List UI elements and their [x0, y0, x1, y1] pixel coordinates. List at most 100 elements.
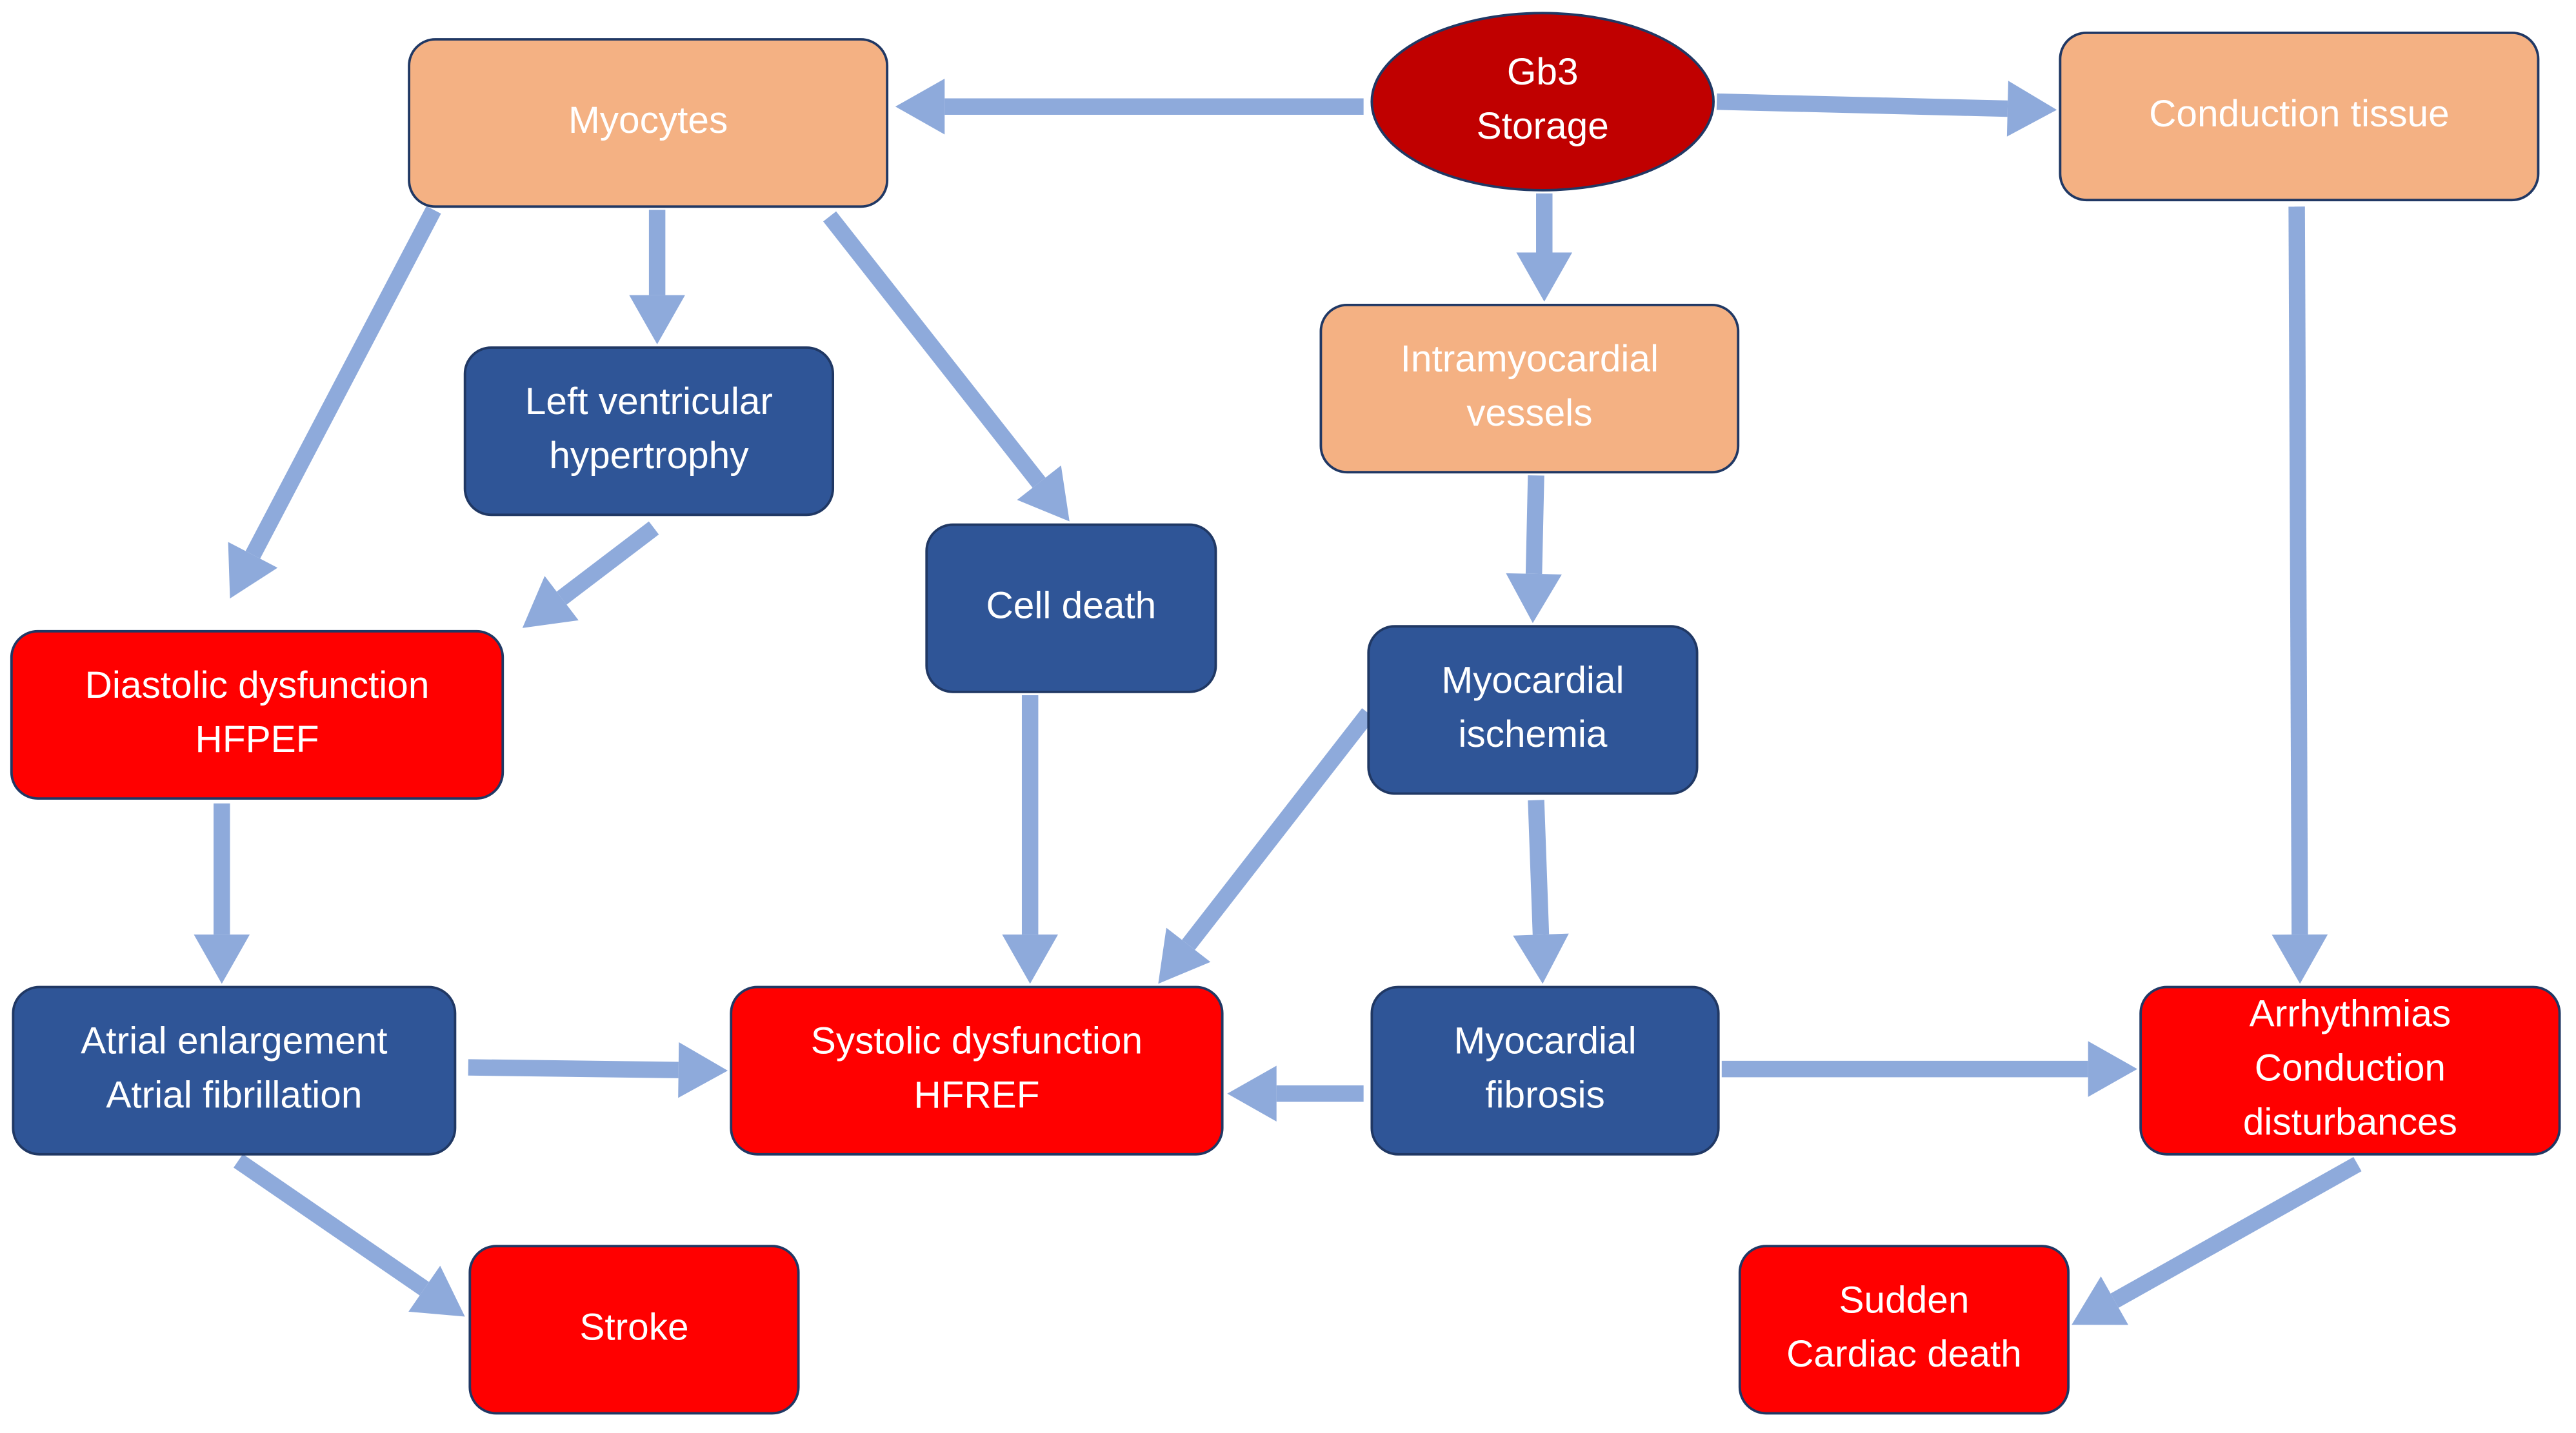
node-myocytes: Myocytes — [408, 38, 889, 208]
arrow-celldeath-to-systolic — [1002, 695, 1058, 984]
node-shape — [1319, 303, 1740, 474]
arrow-fibrosis-to-systolic — [1227, 1065, 1364, 1122]
arrowhead-icon — [1513, 933, 1569, 984]
arrowhead-icon — [629, 295, 685, 344]
node-celldeath: Cell death — [925, 523, 1217, 693]
node-label-line: disturbances — [2243, 1102, 2457, 1143]
arrow-lvh-to-diastolic — [522, 521, 659, 628]
arrowhead-icon — [2271, 934, 2328, 984]
node-shape — [408, 38, 889, 208]
arrow-gb3-to-conduction — [1716, 81, 2057, 137]
arrowhead-icon — [1516, 252, 1573, 302]
node-shape — [925, 523, 1217, 693]
node-label-line: Atrial fibrillation — [106, 1074, 362, 1116]
arrow-atrial-to-stroke — [234, 1154, 465, 1317]
node-shape — [463, 346, 835, 517]
node-shape — [2059, 31, 2540, 202]
node-shape — [730, 985, 1224, 1156]
node-label-line: Atrial enlargement — [81, 1020, 387, 1062]
arrow-myocytes-to-diastolic — [228, 206, 441, 598]
node-shape — [1370, 12, 1715, 192]
node-shape — [1738, 1245, 2070, 1415]
arrow-diastolic-to-atrial — [194, 803, 250, 984]
node-label-line: Systolic dysfunction — [811, 1020, 1143, 1062]
arrowhead-icon — [1017, 465, 1070, 522]
arrow-fibrosis-to-arrhythmias — [1721, 1041, 2138, 1097]
arrow-vessels-to-ischemia — [1506, 475, 1562, 624]
node-label-line: Cardiac death — [1786, 1333, 2022, 1375]
node-label-line: Sudden — [1839, 1279, 1970, 1321]
node-shape — [1370, 985, 1720, 1156]
node-fibrosis: Myocardial fibrosis — [1370, 985, 1720, 1156]
node-ischemia: Myocardial ischemia — [1367, 625, 1699, 795]
arrow-ischemia-to-systolic — [1158, 708, 1375, 984]
edges-layer — [194, 79, 2362, 1325]
arrow-shaft — [1525, 475, 1544, 575]
arrow-shaft — [2110, 1156, 2362, 1308]
node-shape — [468, 1245, 800, 1415]
node-lvh: Left ventricular hypertrophy — [463, 346, 835, 517]
arrowhead-icon — [1002, 934, 1058, 984]
node-label-line: fibrosis — [1485, 1074, 1605, 1116]
node-stroke: Stroke — [468, 1245, 800, 1415]
node-label-line: Cell death — [986, 585, 1156, 627]
arrow-shaft — [468, 1059, 679, 1078]
node-shape — [12, 985, 457, 1156]
arrowhead-icon — [408, 1265, 465, 1317]
arrowhead-icon — [1227, 1065, 1277, 1122]
node-label-line: Gb3 — [1507, 51, 1579, 93]
node-label-line: Conduction — [2255, 1047, 2446, 1089]
arrowhead-icon — [1506, 573, 1562, 624]
node-label-line: Diastolic dysfunction — [85, 664, 430, 706]
arrow-shaft — [823, 211, 1046, 488]
node-vessels: Intramyocardial vessels — [1319, 303, 1740, 474]
node-label-line: HFREF — [914, 1074, 1039, 1116]
arrow-shaft — [245, 206, 441, 559]
arrow-gb3-to-myocytes — [895, 79, 1364, 135]
node-label-line: HFPEF — [195, 718, 319, 760]
arrow-myocytes-to-celldeath — [823, 211, 1070, 522]
node-shape — [1367, 625, 1699, 795]
arrow-shaft — [234, 1154, 429, 1296]
arrowhead-icon — [194, 934, 250, 984]
arrow-arrhythmias-to-scd — [2072, 1156, 2362, 1325]
node-label-line: Intramyocardial — [1401, 338, 1659, 380]
node-label-line: Myocardial — [1453, 1020, 1636, 1062]
arrowhead-icon — [1158, 927, 1211, 984]
arrow-gb3-to-vessels — [1516, 193, 1573, 302]
arrowhead-icon — [2088, 1041, 2138, 1097]
arrow-shaft — [556, 521, 659, 605]
node-shape — [2139, 985, 2561, 1156]
node-label-line: Storage — [1477, 105, 1609, 147]
arrow-atrial-to-systolic — [468, 1042, 728, 1098]
node-label-line: ischemia — [1458, 713, 1608, 755]
arrow-shaft — [1716, 93, 2008, 117]
arrowhead-icon — [228, 542, 278, 598]
node-shape — [10, 629, 504, 800]
arrowhead-icon — [2006, 81, 2057, 137]
arrowhead-icon — [2072, 1276, 2129, 1325]
node-label-line: vessels — [1466, 392, 1592, 434]
arrowhead-icon — [678, 1042, 728, 1098]
arrowhead-icon — [522, 576, 579, 628]
node-label-line: hypertrophy — [549, 435, 749, 477]
node-label-line: Left ventricular — [525, 380, 773, 422]
arrow-conduction-to-arrhythmias — [2271, 206, 2328, 984]
arrow-shaft — [1182, 708, 1375, 950]
node-label-line: Conduction tissue — [2149, 93, 2450, 135]
arrow-shaft — [1528, 800, 1550, 935]
node-conduction: Conduction tissue — [2059, 31, 2540, 202]
node-label-line: Myocardial — [1441, 659, 1624, 701]
arrow-shaft — [2288, 206, 2308, 935]
arrow-ischemia-to-fibrosis — [1513, 800, 1569, 984]
node-label-line: Stroke — [579, 1306, 688, 1348]
arrowhead-icon — [895, 79, 945, 135]
